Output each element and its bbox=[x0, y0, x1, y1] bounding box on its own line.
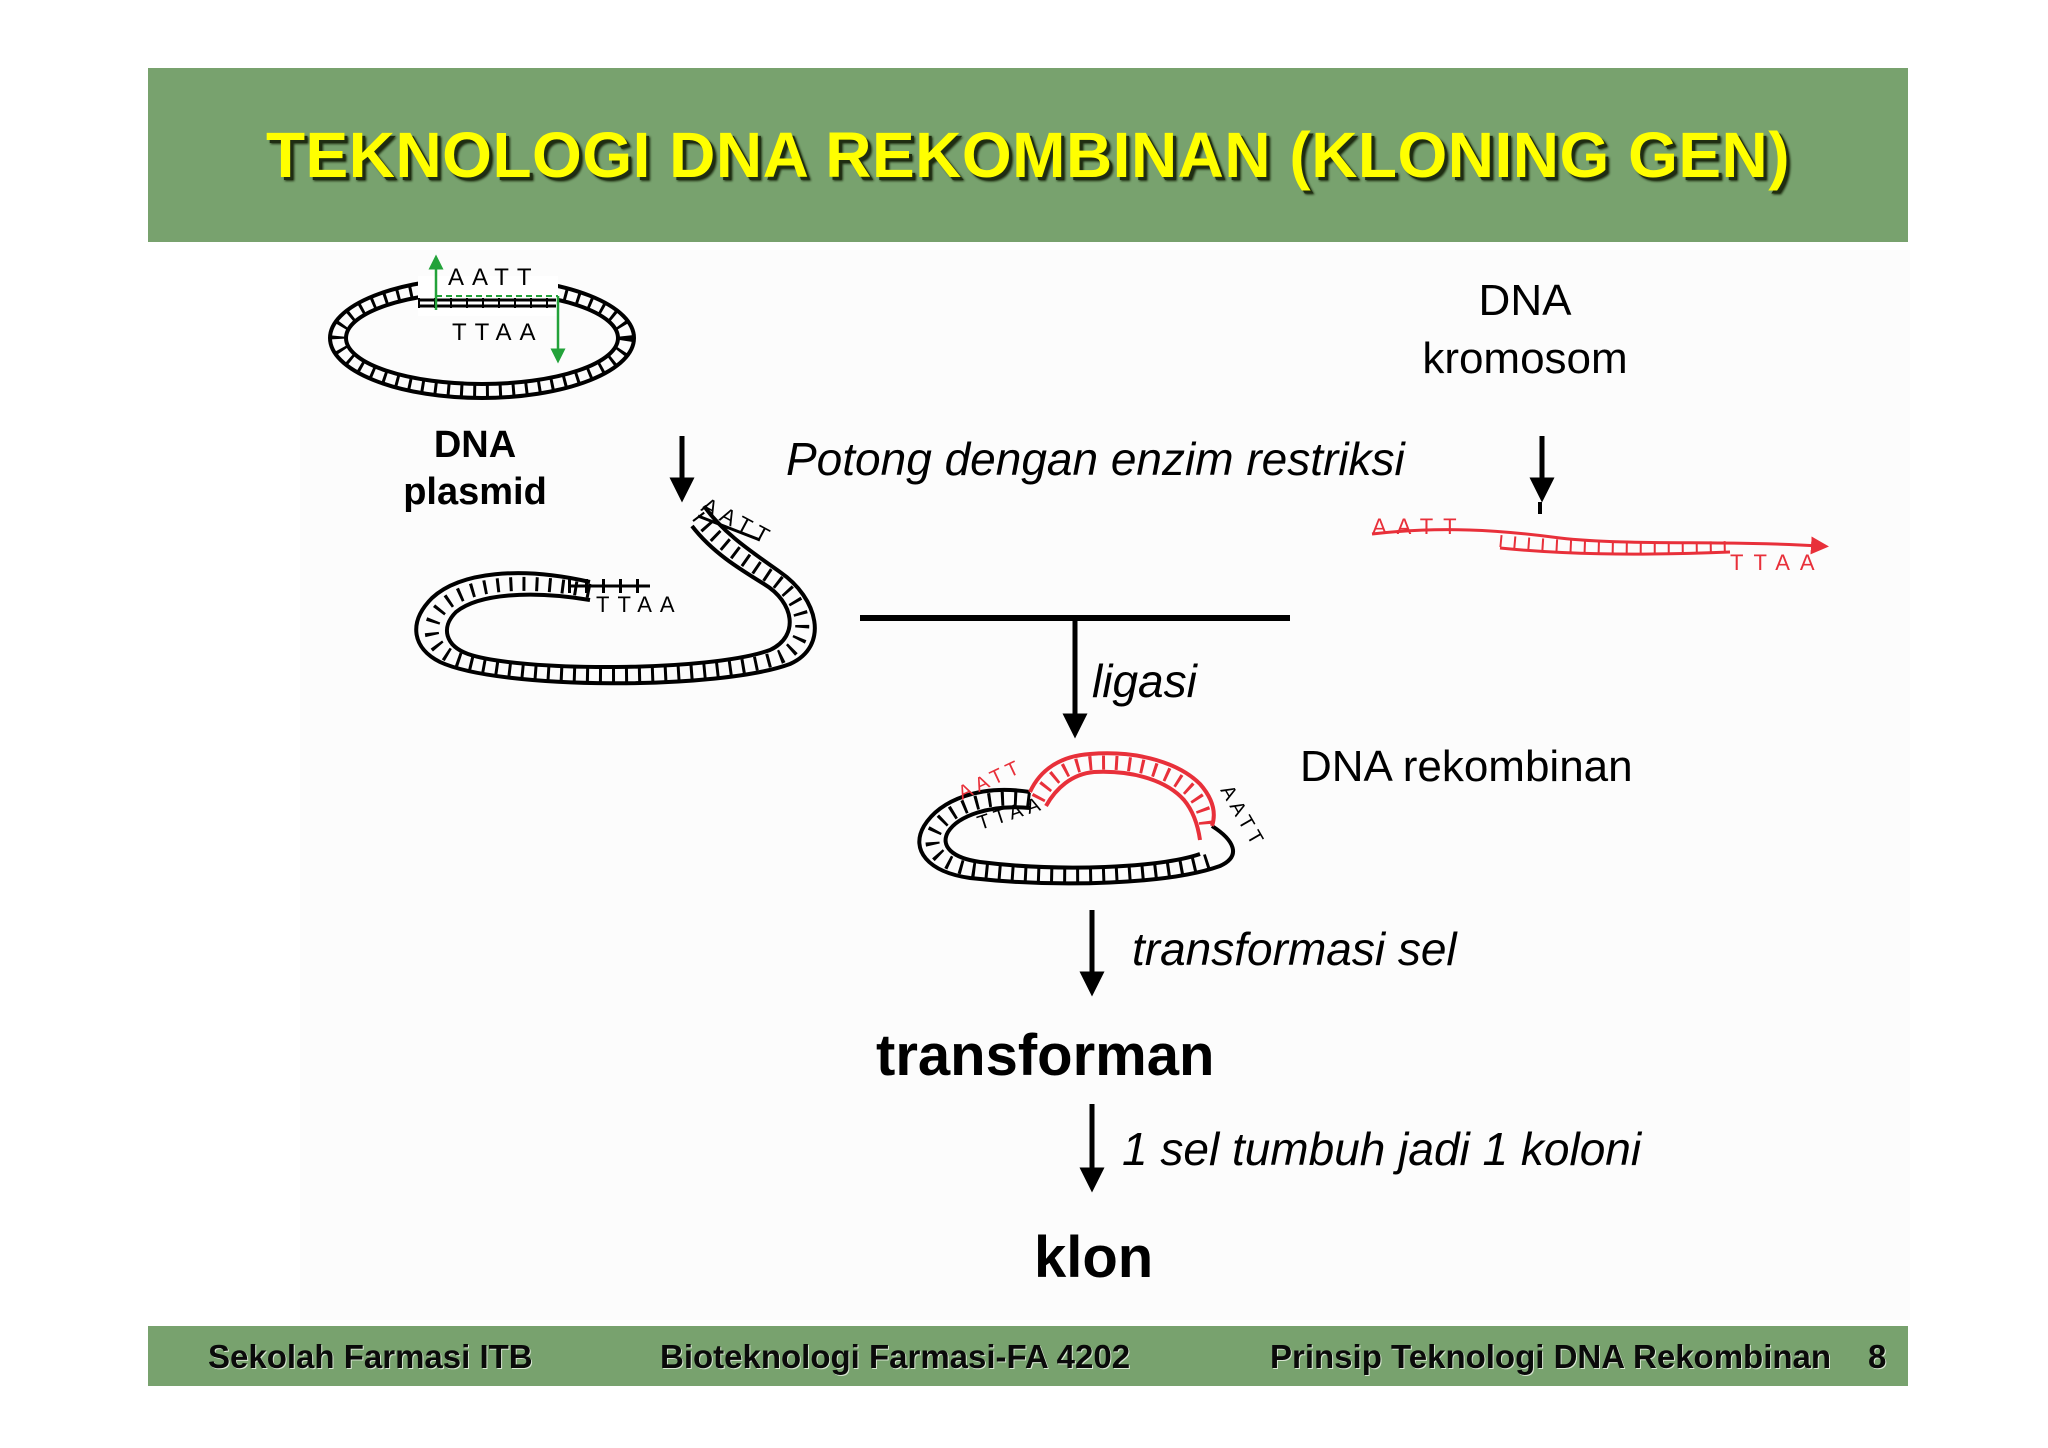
chromosome-label-line2: kromosom bbox=[1422, 334, 1628, 383]
slide-title: TEKNOLOGI DNA REKOMBINAN (KLONING GEN) bbox=[265, 119, 1791, 191]
plasmid-label-line1: DNA bbox=[433, 424, 517, 466]
cut-plasmid-sticky-bottom: TTAA bbox=[596, 592, 683, 617]
recombinant-sticky-black: TTAA bbox=[975, 792, 1048, 834]
plasmid-sticky-top: AATT bbox=[448, 264, 540, 291]
footer-course: Bioteknologi Farmasi-FA 4202 bbox=[660, 1338, 1131, 1375]
recombinant-sticky-right: AATT bbox=[1216, 782, 1270, 853]
chromosome-label: DNA kromosom bbox=[1400, 272, 1650, 388]
chromosome-dna-fragment: AATT TTAA bbox=[1371, 502, 1829, 575]
step-transformation-label: transformasi sel bbox=[1132, 923, 1457, 975]
footer-institution: Sekolah Farmasi ITB bbox=[208, 1338, 533, 1375]
plasmid-circular-dna bbox=[328, 254, 636, 400]
chromosome-sticky-top: AATT bbox=[1372, 514, 1467, 539]
chromosome-label-line1: DNA bbox=[1478, 276, 1572, 325]
clone-label: klon bbox=[1034, 1225, 1154, 1290]
step-colony-label: 1 sel tumbuh jadi 1 koloni bbox=[1122, 1123, 1642, 1175]
cut-plasmid-dna bbox=[414, 504, 817, 686]
recombinant-dna bbox=[917, 751, 1235, 886]
plasmid-label: DNA plasmid bbox=[370, 422, 580, 516]
footer-topic: Prinsip Teknologi DNA Rekombinan bbox=[1270, 1338, 1832, 1375]
plasmid-label-line2: plasmid bbox=[403, 471, 547, 513]
header-bar: TEKNOLOGI DNA REKOMBINAN (KLONING GEN) bbox=[148, 68, 1908, 242]
footer-bar: Sekolah Farmasi ITB Bioteknologi Farmasi… bbox=[148, 1326, 1908, 1386]
diagram-background bbox=[300, 250, 1910, 1320]
chromosome-sticky-bottom: TTAA bbox=[1730, 550, 1825, 575]
recombinant-label: DNA rekombinan bbox=[1300, 742, 1633, 791]
transformant-label: transforman bbox=[876, 1023, 1215, 1088]
step-cut-label: Potong dengan enzim restriksi bbox=[786, 433, 1405, 485]
plasmid-sticky-bottom: TTAA bbox=[452, 319, 544, 346]
footer-page-number: 8 bbox=[1868, 1338, 1887, 1375]
step-ligation-label: ligasi bbox=[1092, 655, 1197, 707]
